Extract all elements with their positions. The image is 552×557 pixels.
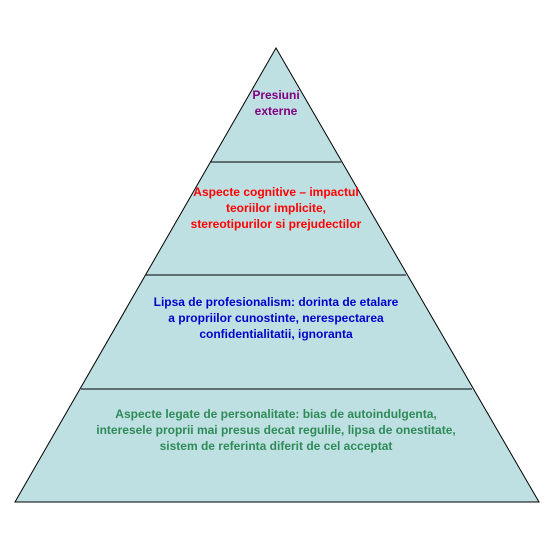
level-1-label: Presiuni externe xyxy=(252,88,300,118)
level-2-label: Aspecte cognitive – impactul teoriilor i… xyxy=(190,185,362,231)
level-3-label: Lipsa de profesionalism: dorinta de etal… xyxy=(153,295,399,341)
level-4-label: Aspecte legate de personalitate: bias de… xyxy=(96,407,456,453)
